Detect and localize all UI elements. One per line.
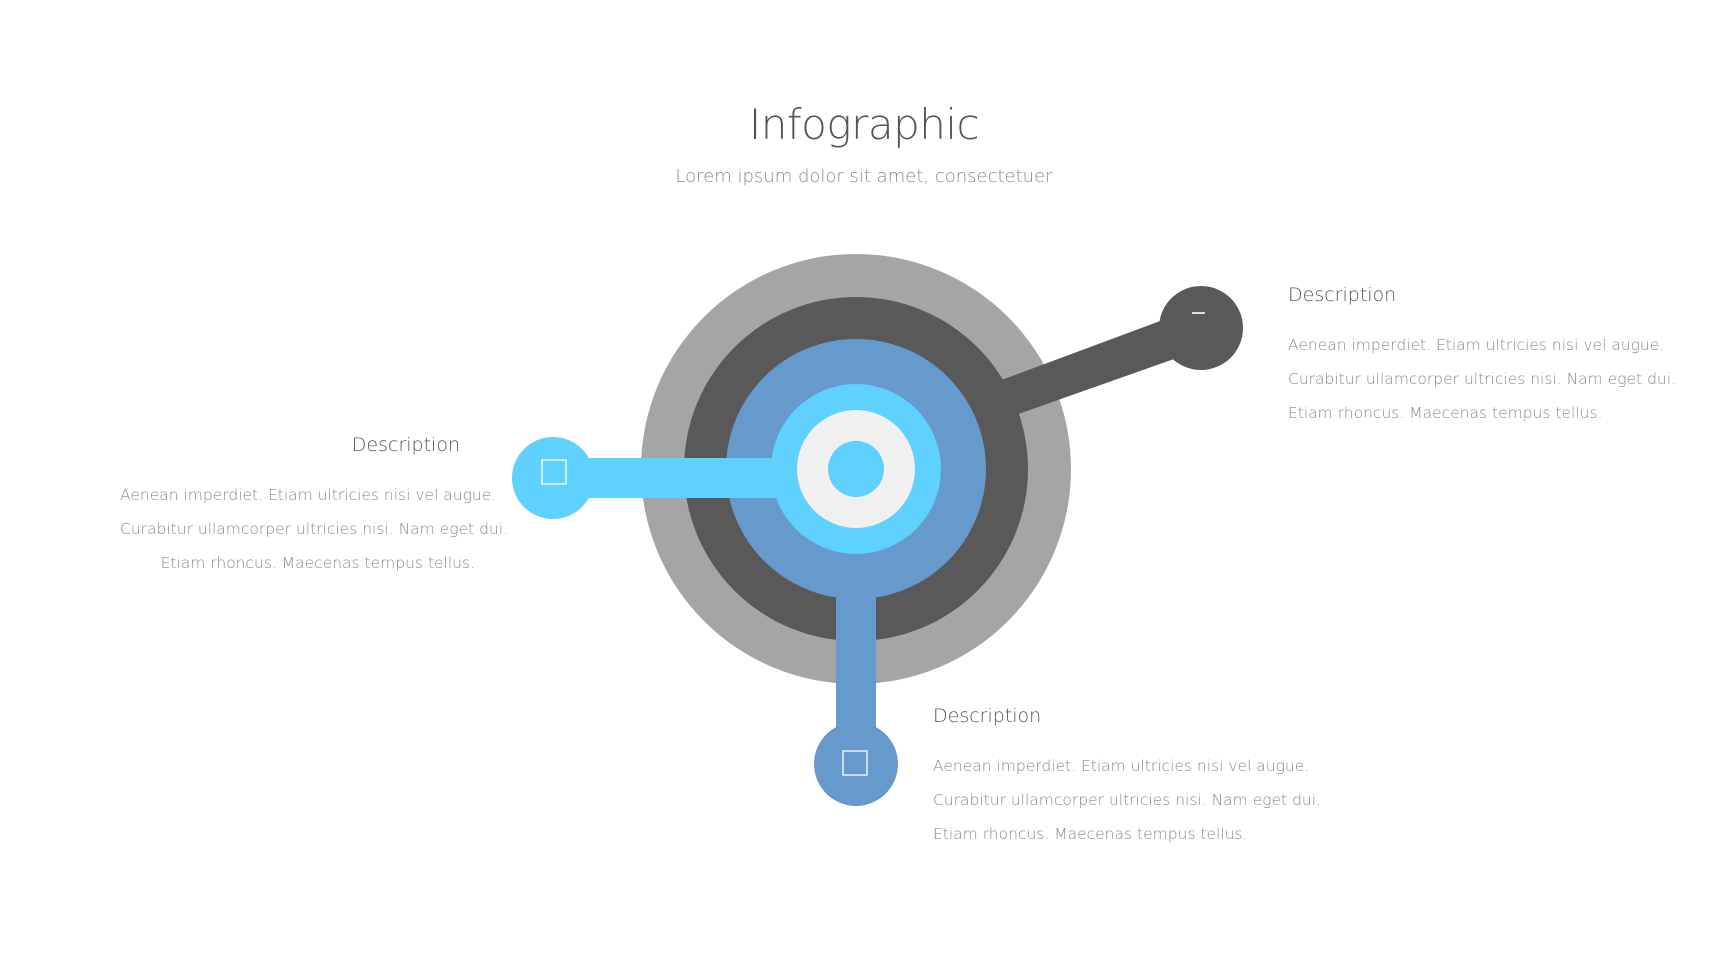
- callout-heading: Description: [933, 705, 1042, 727]
- callout-right: Description Aenean imperdiet. Etiam ultr…: [1288, 284, 1708, 430]
- callout-bottom: Description Aenean imperdiet. Etiam ultr…: [933, 705, 1353, 851]
- right-node[interactable]: [1159, 286, 1243, 370]
- left-node[interactable]: [512, 437, 594, 519]
- center-dot: [828, 441, 884, 497]
- page-subtitle: Lorem ipsum dolor sit amet, consectetuer: [675, 166, 1053, 187]
- callout-text-line: Etiam rhoncus. Maecenas tempus tellus.: [160, 554, 475, 572]
- callout-text-line: Aenean imperdiet. Etiam ultricies nisi v…: [1288, 336, 1665, 354]
- callout-text-line: Aenean imperdiet. Etiam ultricies nisi v…: [120, 486, 497, 504]
- callout-left: Description Aenean imperdiet. Etiam ultr…: [120, 434, 508, 580]
- callout-text-line: Etiam rhoncus. Maecenas tempus tellus.: [933, 825, 1248, 843]
- callout-text-line: Curabitur ullamcorper ultricies nisi. Na…: [933, 791, 1321, 809]
- callout-heading: Description: [351, 434, 460, 456]
- square-outline-icon: [842, 750, 868, 776]
- page-title: Infographic: [748, 100, 980, 149]
- bottom-connector: [836, 560, 876, 740]
- square-outline-icon: [541, 459, 567, 485]
- callout-text-line: Curabitur ullamcorper ultricies nisi. Na…: [1288, 370, 1676, 388]
- callout-text-line: Etiam rhoncus. Maecenas tempus tellus.: [1288, 404, 1603, 422]
- bottom-node[interactable]: [814, 722, 898, 806]
- callout-text-line: Aenean imperdiet. Etiam ultricies nisi v…: [933, 757, 1310, 775]
- callout-heading: Description: [1288, 284, 1397, 306]
- callout-text-line: Curabitur ullamcorper ultricies nisi. Na…: [120, 520, 508, 538]
- right-connector: [996, 308, 1205, 417]
